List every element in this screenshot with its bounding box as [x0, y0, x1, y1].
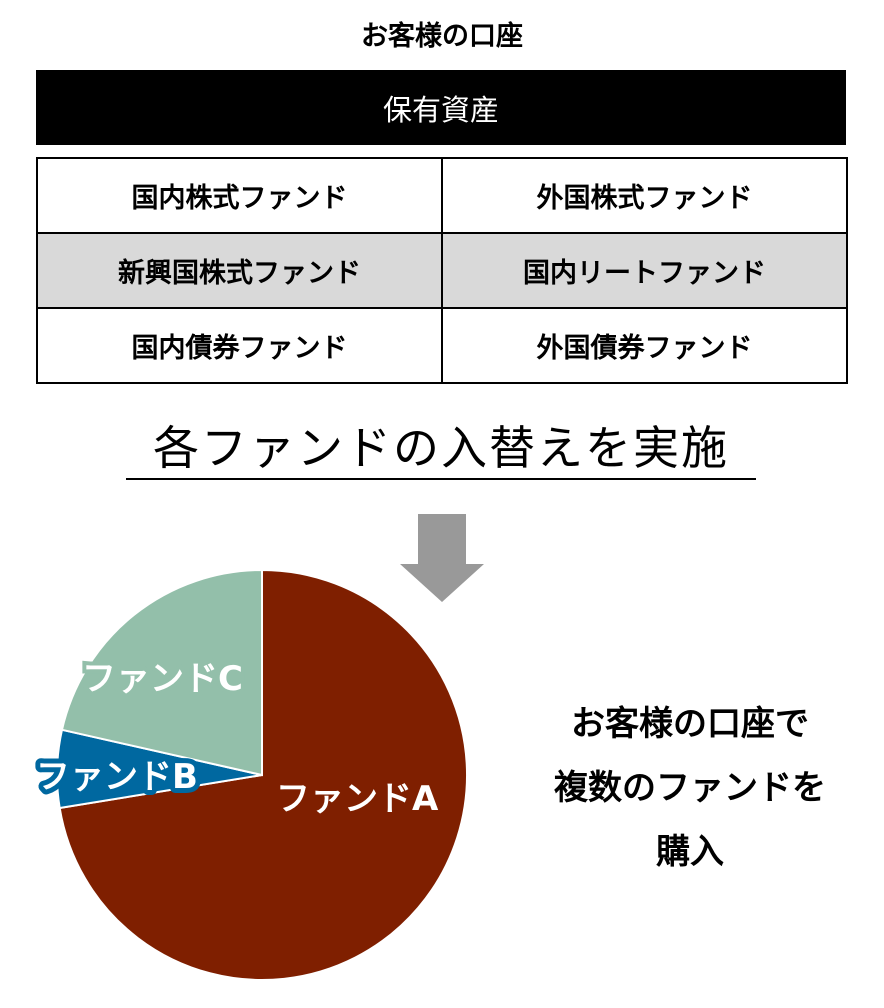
fund-cell: 国内債券ファンド — [36, 307, 443, 384]
pie-slice-fund-a — [58, 568, 469, 981]
table-row: 新興国株式ファンド 国内リートファンド — [36, 232, 848, 309]
pie-label-fund-c: ファンドC — [82, 659, 243, 699]
holdings-table: 国内株式ファンド 外国株式ファンド 新興国株式ファンド 国内リートファンド 国内… — [36, 157, 848, 384]
holdings-header: 保有資産 — [36, 70, 846, 145]
fund-cell: 国内リートファンド — [441, 232, 848, 309]
pie-label-fund-b: ファンドB — [36, 757, 198, 797]
result-line-2: 複数のファンドを — [554, 768, 826, 808]
table-row: 国内株式ファンド 外国株式ファンド — [36, 157, 848, 234]
result-caption: お客様の口座で 複数のファンドを 購入 — [500, 692, 880, 884]
action-label: 各ファンドの入替えを実施 — [153, 421, 729, 475]
pie-label-fund-a: ファンドA — [276, 779, 439, 819]
fund-cell: 国内株式ファンド — [36, 157, 443, 234]
pie-slice-fund-c — [60, 568, 263, 777]
result-line-1: お客様の口座で — [571, 704, 809, 744]
action-underline — [126, 478, 756, 480]
fund-pie-chart: ファンドC ファンドB ファンドA — [31, 568, 469, 981]
result-line-3: 購入 — [656, 832, 724, 872]
holdings-header-label: 保有資産 — [382, 92, 499, 127]
page-title: お客様の口座 — [361, 21, 523, 52]
down-arrow-icon — [400, 514, 484, 602]
fund-cell: 外国株式ファンド — [441, 157, 848, 234]
table-row: 国内債券ファンド 外国債券ファンド — [36, 307, 848, 384]
fund-cell: 外国債券ファンド — [441, 307, 848, 384]
fund-cell: 新興国株式ファンド — [36, 232, 443, 309]
